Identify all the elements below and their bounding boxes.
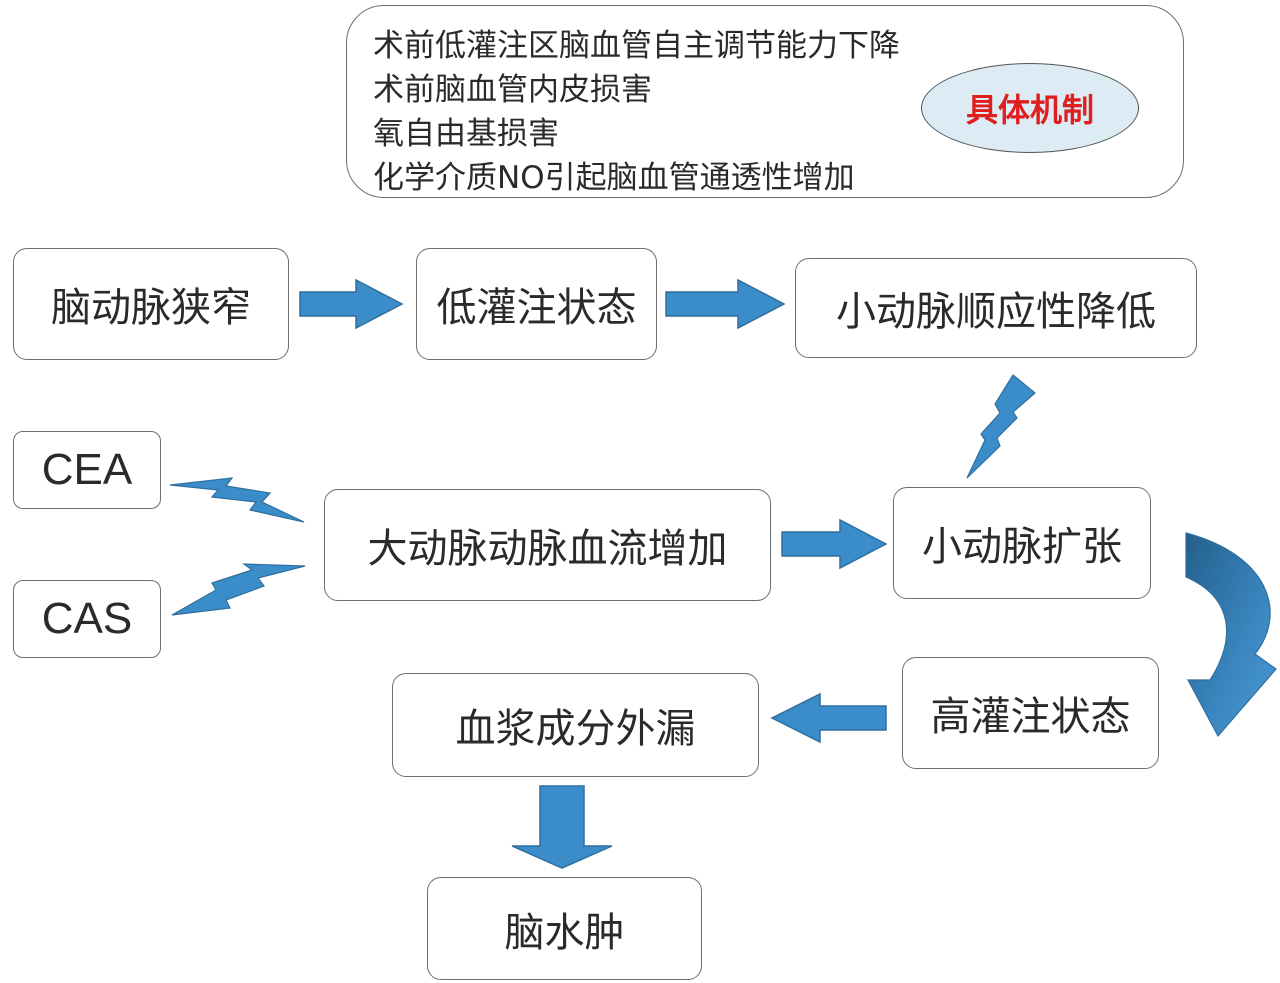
mechanism-line: 术前脑血管内皮损害 [373, 72, 652, 108]
node-plasma-leak: 血浆成分外漏 [392, 673, 759, 777]
node-hypoperfusion: 低灌注状态 [416, 248, 657, 360]
node-carotid-stenosis: 脑动脉狭窄 [13, 248, 289, 360]
mechanism-line: 术前低灌注区脑血管自主调节能力下降 [373, 28, 900, 64]
lightning-bolt-compliance-to-dilation-icon [966, 374, 1036, 479]
node-arteriole-compliance-down: 小动脉顺应性降低 [795, 258, 1197, 358]
node-hyperperfusion: 高灌注状态 [902, 657, 1159, 769]
node-arteriole-dilation: 小动脉扩张 [893, 487, 1151, 599]
curved-arrow-dilation-to-hyperperfusion [1185, 532, 1277, 738]
arrow-leak-to-edema [511, 785, 613, 869]
node-aortic-flow-increase: 大动脉动脉血流增加 [324, 489, 771, 601]
lightning-bolt-cea-icon [169, 477, 305, 523]
node-cea: CEA [13, 431, 161, 509]
lightning-bolt-cas-icon [171, 563, 306, 616]
mechanism-badge: 具体机制 [921, 63, 1139, 153]
arrow-stenosis-to-hypoperfusion [299, 278, 404, 330]
mechanism-line: 化学介质NO引起脑血管通透性增加 [373, 160, 855, 196]
arrow-hypoperfusion-to-compliance [665, 278, 786, 330]
mechanism-line: 氧自由基损害 [373, 116, 559, 152]
arrow-hyperperfusion-to-leak [770, 692, 887, 744]
node-brain-edema: 脑水肿 [427, 877, 702, 980]
node-cas: CAS [13, 580, 161, 658]
arrow-flow-to-dilation [781, 518, 888, 570]
